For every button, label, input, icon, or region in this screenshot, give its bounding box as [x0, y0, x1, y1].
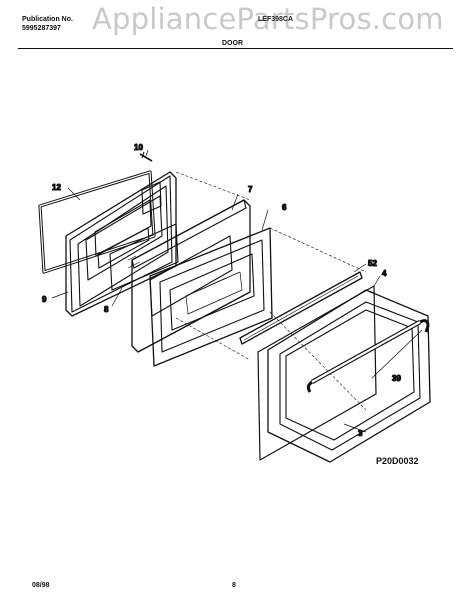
callout-12: 12	[52, 183, 61, 192]
callout-52: 52	[368, 259, 377, 268]
footer-date: 08/98	[32, 582, 50, 589]
callout-6: 6	[282, 203, 287, 212]
leader-lines	[51, 149, 423, 433]
section-title: DOOR	[222, 40, 243, 47]
callout-3: 3	[358, 429, 363, 438]
part-12-door-gasket	[38, 170, 156, 274]
callout-8: 8	[104, 305, 109, 314]
part-3-outer-door	[267, 289, 431, 463]
part-4-outer-glass	[257, 285, 377, 461]
publication-number: 5995287397	[22, 25, 61, 32]
callout-9: 9	[42, 295, 47, 304]
callout-labels: 10 12 7 6 9 8 52 4 39 3	[41, 142, 402, 438]
callout-10: 10	[134, 143, 143, 152]
part-8-inner-glass	[109, 223, 179, 291]
model-number: LEF398CA	[258, 16, 294, 23]
callout-39: 39	[392, 374, 401, 383]
diagram-code: P20D0032	[376, 456, 419, 466]
part-39-door-handle	[306, 319, 430, 393]
watermark: AppliancePartsPros.com	[92, 2, 444, 36]
callout-4: 4	[382, 269, 387, 278]
part-52-trim-strip	[239, 271, 363, 345]
publication-label: Publication No.	[22, 16, 73, 23]
part-6-window-frame	[149, 227, 273, 367]
footer-page-number: 8	[232, 582, 236, 589]
part-9-inner-door-liner	[65, 171, 177, 317]
header-rule	[18, 48, 453, 49]
callout-7: 7	[248, 185, 253, 194]
part-10-screw	[139, 151, 153, 162]
